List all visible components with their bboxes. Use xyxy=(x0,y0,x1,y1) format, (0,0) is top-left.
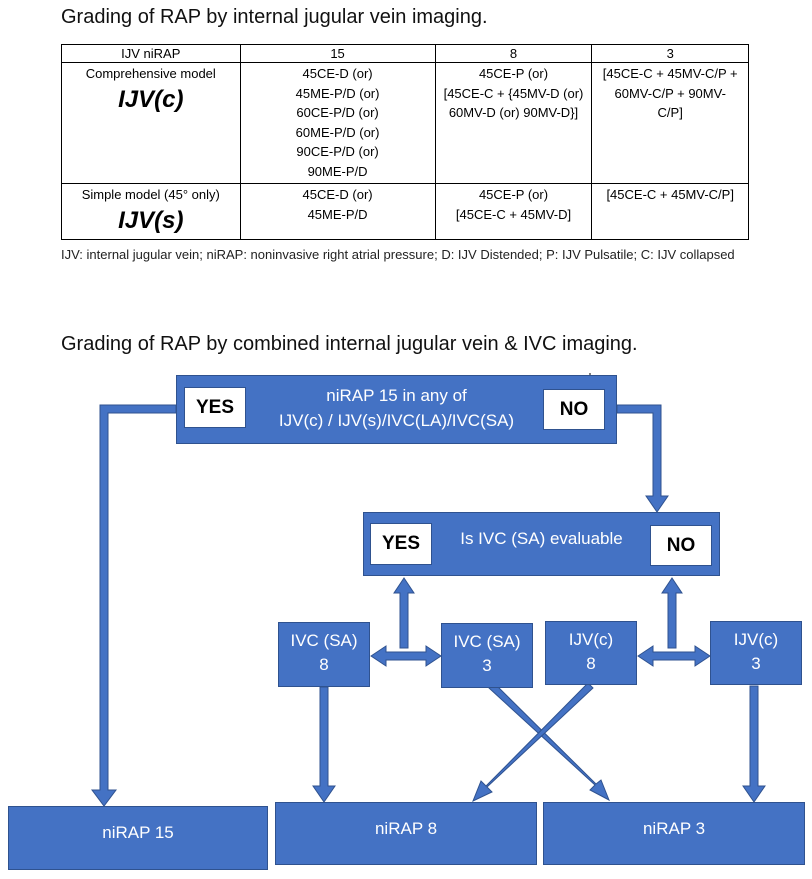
arrow-ivc-sa-3-to-nirap3 xyxy=(488,682,610,802)
cell-line: 60CE-P/D (or) xyxy=(296,105,379,120)
cell-line: 60MV-C/P + 90MV- xyxy=(614,85,726,101)
outcome-nirap3: niRAP 3 xyxy=(543,802,805,865)
arrow-ijv-c-horizontal xyxy=(637,645,711,667)
outcome-label: niRAP 15 xyxy=(102,823,174,842)
cell-nirap-8: 45CE-P (or) [45CE-C + 45MV-D] xyxy=(434,183,593,240)
cell-nirap-15: 45CE-D (or) 45ME-P/D (or) 60CE-P/D (or) … xyxy=(239,62,436,184)
branch-label: IVC (SA) xyxy=(453,632,521,651)
branch-value: 8 xyxy=(586,654,596,673)
cell-line: 45CE-P (or) xyxy=(478,187,549,202)
no-label: NO xyxy=(650,525,712,566)
branch-value: 8 xyxy=(319,655,329,674)
arrow-ivc-sa-horizontal xyxy=(370,645,442,667)
arrow-mid-yes-vertical xyxy=(393,577,415,649)
outcome-nirap8: niRAP 8 xyxy=(275,802,537,865)
arrow-mid-no-vertical xyxy=(661,577,683,649)
cell-line: 45CE-P (or) xyxy=(478,66,549,81)
decision-text: Is IVC (SA) evaluable xyxy=(460,529,623,548)
cell-line: 45CE-D (or) xyxy=(302,66,373,81)
table-title: Grading of RAP by internal jugular vein … xyxy=(61,6,488,28)
arrow-yes-to-nirap15 xyxy=(91,404,177,807)
branch-ivc-sa-8: IVC (SA) 8 xyxy=(278,622,370,687)
cell-line: 45ME-P/D (or) xyxy=(295,85,380,101)
outcome-label: niRAP 3 xyxy=(642,819,706,838)
cell-line: [45CE-C + 45MV-D] xyxy=(455,206,572,222)
branch-label: IJV(c) xyxy=(568,630,614,649)
yes-label: YES xyxy=(370,523,432,565)
arrow-ijv-c-8-to-nirap8 xyxy=(472,682,594,802)
decision-line2: IJV(c) / IJV(s)/IVC(LA)/IVC(SA) xyxy=(278,411,515,430)
cell-nirap-15: 45CE-D (or) 45ME-P/D xyxy=(239,183,436,240)
branch-value: 3 xyxy=(751,654,761,673)
model-code: IJV(c) xyxy=(118,85,184,113)
cell-line: 60MV-D (or) 90MV-D}] xyxy=(448,105,579,120)
branch-ivc-sa-3: IVC (SA) 3 xyxy=(441,623,533,688)
outcome-nirap15: niRAP 15 xyxy=(8,806,268,870)
model-label: Comprehensive model xyxy=(85,66,216,81)
arrow-ivc-sa-8-to-nirap8 xyxy=(312,686,336,803)
branch-ijv-c-3: IJV(c) 3 xyxy=(710,621,802,685)
cell-nirap-3: [45CE-C + 45MV-C/P + 60MV-C/P + 90MV- C/… xyxy=(591,62,749,184)
cell-line: [45CE-C + {45MV-D (or) xyxy=(443,85,584,101)
branch-ijv-c-8: IJV(c) 8 xyxy=(545,621,637,685)
table-row-simple: Simple model (45° only) IJV(s) 45CE-D (o… xyxy=(61,183,749,240)
branch-label: IVC (SA) xyxy=(290,631,358,650)
cell-line: 60ME-P/D (or) xyxy=(295,124,380,140)
branch-value: 3 xyxy=(482,656,492,675)
model-code: IJV(s) xyxy=(118,206,184,234)
cell-line: 90CE-P/D (or) xyxy=(296,144,379,159)
decision-line1: niRAP 15 in any of xyxy=(326,386,467,405)
arrow-ijv-c-3-to-nirap3 xyxy=(742,685,766,803)
cell-line: C/P] xyxy=(657,105,683,120)
cell-nirap-8: 45CE-P (or) [45CE-C + {45MV-D (or) 60MV-… xyxy=(434,62,593,184)
branch-label: IJV(c) xyxy=(733,630,779,649)
cell-line: 90ME-P/D xyxy=(307,163,368,179)
model-label: Simple model (45° only) xyxy=(81,187,220,202)
cell-line: 45ME-P/D xyxy=(307,206,368,222)
cell-nirap-3: [45CE-C + 45MV-C/P] xyxy=(591,183,749,240)
table-header-row: IJV niRAP 15 8 3 xyxy=(61,44,749,63)
arrow-no-to-ivc-evaluable xyxy=(616,404,669,513)
cell-line: [45CE-C + 45MV-C/P] xyxy=(606,187,734,202)
table-row-comprehensive: Comprehensive model IJV(c) 45CE-D (or) 4… xyxy=(61,62,749,184)
cell-line: [45CE-C + 45MV-C/P + xyxy=(602,66,738,81)
table-footnote: IJV: internal jugular vein; niRAP: nonin… xyxy=(61,247,735,262)
no-label: NO xyxy=(543,389,605,430)
outcome-label: niRAP 8 xyxy=(374,819,438,838)
diagram-title: Grading of RAP by combined internal jugu… xyxy=(61,333,638,355)
cell-line: 45CE-D (or) xyxy=(302,187,373,202)
ijv-grading-table: IJV niRAP 15 8 3 Comprehensive model IJV… xyxy=(61,44,749,240)
model-cell: Comprehensive model IJV(c) xyxy=(61,62,241,184)
yes-label: YES xyxy=(184,387,246,428)
